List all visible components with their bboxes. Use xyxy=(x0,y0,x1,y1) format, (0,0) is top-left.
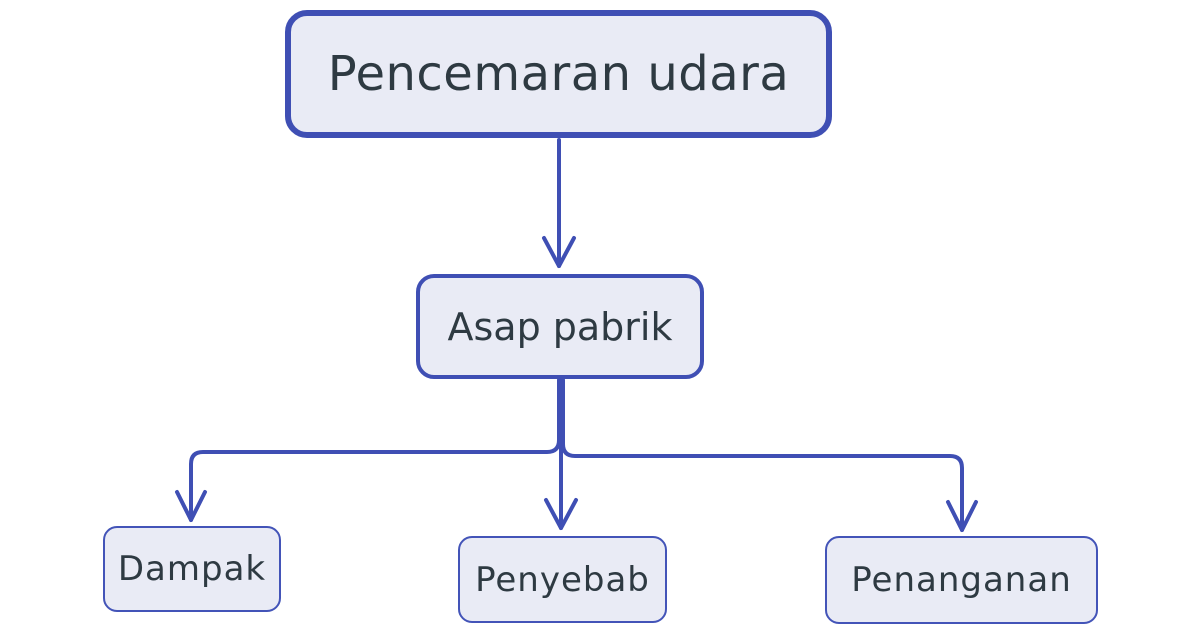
node-asap-pabrik-label: Asap pabrik xyxy=(447,304,673,349)
root-node-pencemaran-udara: Pencemaran udara xyxy=(285,10,832,138)
connector-to-dampak xyxy=(189,378,561,522)
node-dampak: Dampak xyxy=(103,526,281,612)
arrowhead-asap-pabrik xyxy=(542,236,576,268)
node-penanganan: Penanganan xyxy=(825,536,1098,624)
root-node-label: Pencemaran udara xyxy=(327,46,790,102)
node-penyebab: Penyebab xyxy=(458,536,667,623)
arrowhead-penyebab xyxy=(544,498,578,530)
arrowhead-penanganan xyxy=(946,500,978,532)
connector-to-penanganan xyxy=(561,378,964,532)
node-penyebab-label: Penyebab xyxy=(475,559,650,600)
arrowhead-dampak xyxy=(175,490,207,522)
node-dampak-label: Dampak xyxy=(117,549,267,589)
node-asap-pabrik: Asap pabrik xyxy=(416,274,704,379)
node-penanganan-label: Penanganan xyxy=(851,560,1072,600)
